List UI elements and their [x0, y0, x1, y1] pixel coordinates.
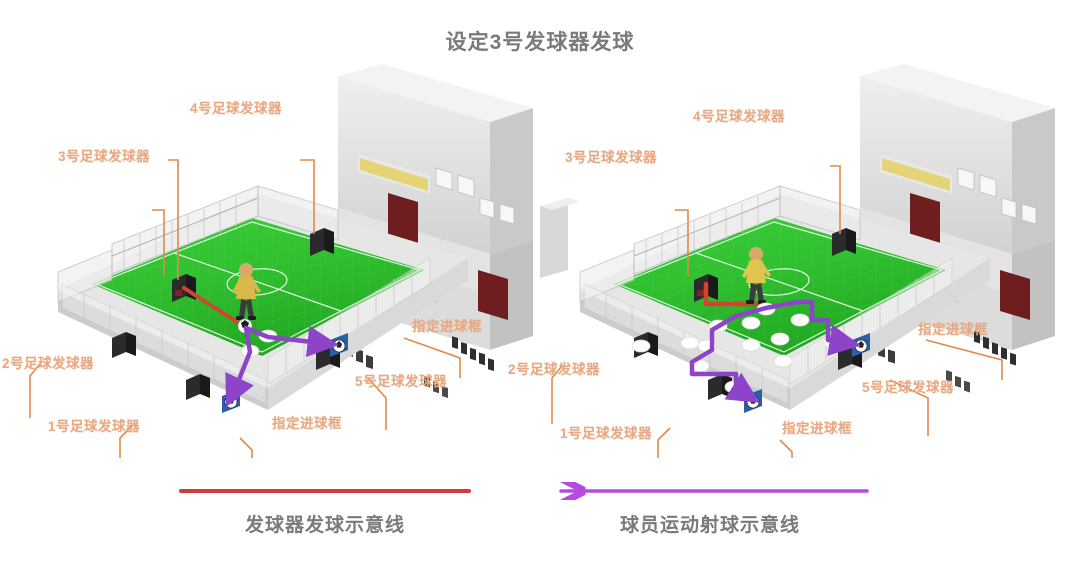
legend-line-player-wrap [545, 482, 875, 500]
server-4 [310, 228, 334, 256]
label-server-5-right: 5号足球发球器 [862, 380, 955, 395]
legend-item-player: 球员运动射球示意线 [545, 482, 875, 537]
legend: 发球器发球示意线 球员运动射球示意线 [0, 470, 1080, 580]
label-server-2-left: 2号足球发球器 [2, 356, 95, 371]
legend-label-player: 球员运动射球示意线 [619, 515, 800, 536]
pitch [614, 218, 946, 356]
label-server-2-right: 2号足球发球器 [508, 362, 601, 377]
label-server-3-left: 3号足球发球器 [58, 149, 151, 164]
building-doors [910, 193, 1030, 320]
ball-servers [112, 228, 340, 400]
callout-leaders [29, 159, 461, 458]
label-server-5-left: 5号足球发球器 [355, 374, 448, 389]
label-server-3-right: 3号足球发球器 [565, 150, 658, 165]
left-panel [0, 58, 540, 458]
player-path-purple [689, 299, 861, 403]
server-1 [186, 374, 210, 400]
label-server-1-right: 1号足球发球器 [560, 426, 653, 441]
player-figure [742, 247, 771, 313]
legend-arrow-player-icon [545, 482, 869, 500]
building-windows [957, 167, 1037, 225]
label-goal-frame-right-right: 指定进球框 [918, 322, 988, 337]
legend-line-server-icon [179, 489, 471, 493]
server-4 [832, 228, 856, 256]
building-windows [435, 167, 515, 225]
player-path-purple [225, 325, 339, 408]
left-scene-svg [29, 64, 533, 458]
label-goal-frame-right-left: 指定进球框 [412, 319, 482, 334]
label-server-1-left: 1号足球发球器 [48, 419, 141, 434]
page-title: 设定3号发球器发球 [445, 31, 635, 54]
annex-block [540, 198, 580, 278]
label-goal-frame-bottom-right: 指定进球框 [782, 421, 852, 436]
right-panel [540, 58, 1080, 458]
legend-line-server-wrap [175, 482, 475, 500]
legend-label-server: 发球器发球示意线 [244, 515, 405, 536]
callout-leaders [551, 165, 1003, 458]
building-doors [388, 193, 508, 320]
label-goal-frame-bottom-left: 指定进球框 [272, 416, 342, 431]
server-2 [112, 332, 136, 358]
legend-item-server: 发球器发球示意线 [175, 482, 475, 537]
right-scene-svg [540, 64, 1055, 458]
label-server-4-right: 4号足球发球器 [693, 109, 786, 124]
serve-path-red [182, 286, 242, 326]
label-server-4-left: 4号足球发球器 [190, 101, 283, 116]
